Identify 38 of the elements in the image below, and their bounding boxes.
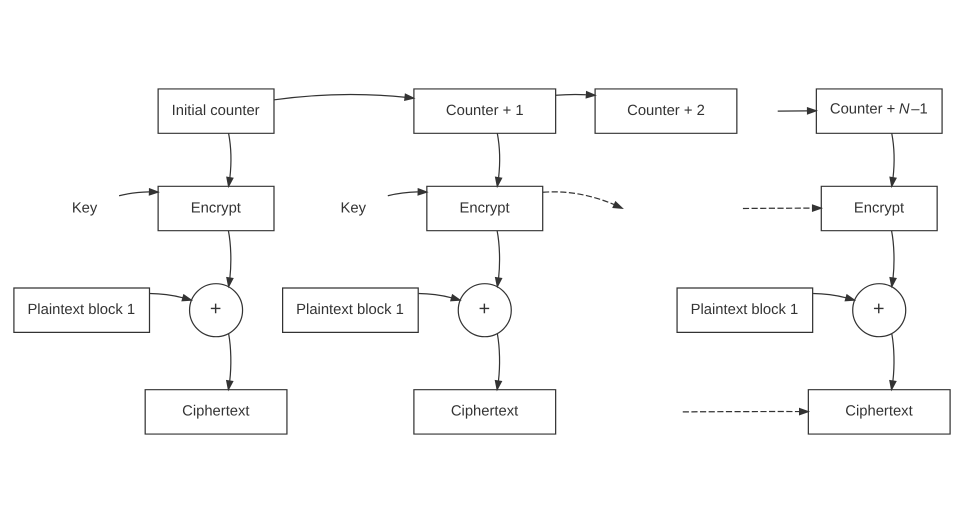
- node-text: Key: [72, 200, 98, 216]
- node-box: Plaintext block 1: [282, 286, 419, 332]
- arrow: [889, 230, 897, 288]
- arrow: [494, 230, 503, 288]
- arrow: [542, 190, 624, 208]
- node-box: Initial counter: [158, 88, 275, 134]
- node-box: Counter + 2: [594, 88, 738, 134]
- node-box: Encrypt: [158, 185, 275, 231]
- arrow: [226, 132, 234, 188]
- node-box: Counter + N–1: [816, 88, 943, 134]
- node-box: Ciphertext: [144, 388, 288, 434]
- node-box: Ciphertext: [808, 388, 951, 434]
- arrow: [388, 187, 429, 196]
- arrow: [494, 132, 503, 188]
- node-box: Plaintext block 1: [676, 286, 814, 332]
- arrow: [150, 292, 194, 301]
- arrow: [682, 407, 810, 415]
- node-circle: +: [852, 282, 906, 337]
- node-circle: +: [188, 282, 244, 337]
- arrow: [778, 106, 818, 114]
- node-text: Key: [340, 200, 366, 216]
- arrow: [494, 333, 502, 391]
- node-box: Encrypt: [820, 185, 938, 231]
- arrow: [889, 132, 897, 188]
- node-box: Plaintext block 1: [13, 286, 150, 332]
- arrow: [889, 333, 897, 391]
- arrow: [813, 292, 856, 301]
- node-circle: +: [458, 282, 512, 337]
- arrow: [418, 292, 462, 301]
- arrow: [742, 204, 824, 212]
- arrow: [226, 333, 234, 391]
- node-box: Counter + 1: [413, 88, 556, 134]
- node-box: Ciphertext: [413, 388, 556, 434]
- arrow: [274, 92, 416, 101]
- node-box: Encrypt: [426, 185, 544, 231]
- arrow: [556, 90, 597, 98]
- arrow: [226, 230, 234, 288]
- arrow: [118, 187, 160, 196]
